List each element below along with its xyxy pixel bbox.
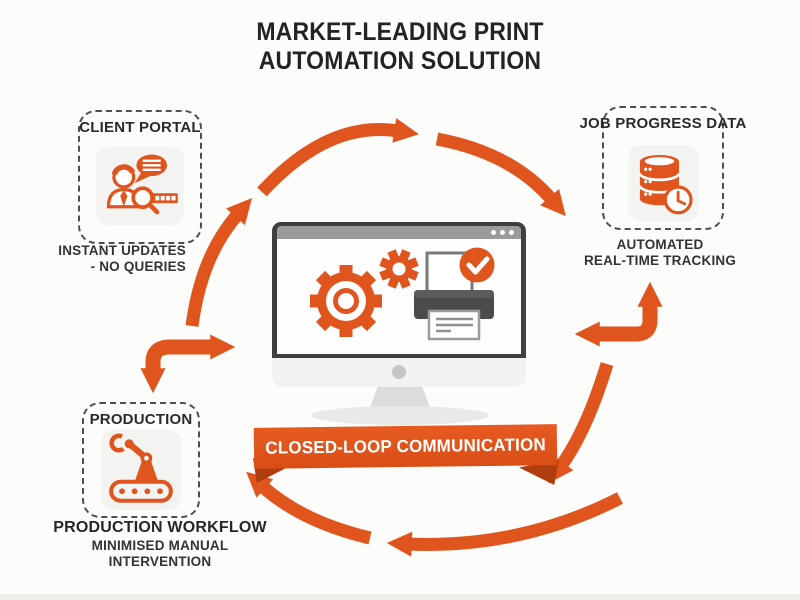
monitor-base	[311, 406, 489, 425]
monitor-frame	[272, 222, 526, 358]
monitor-button-icon	[392, 365, 406, 379]
arrow-top-left	[257, 118, 419, 197]
node-job-progress-data: JOB PROGRESS DATA	[579, 106, 746, 230]
arrow-bottom-right	[386, 492, 623, 557]
production-caption: PRODUCTION WORKFLOW MINIMISED MANUAL INT…	[48, 518, 272, 570]
production-caption-line-3: INTERVENTION	[108, 553, 212, 569]
page-title: MARKET-LEADING PRINT AUTOMATION SOLUTION	[32, 18, 768, 75]
node-client-portal: CLIENT PORTAL	[78, 110, 202, 244]
browser-bar	[277, 226, 521, 239]
title-line-2: AUTOMATION SOLUTION	[258, 46, 542, 75]
banner-label: CLOSED-LOOP COMMUNICATION	[265, 434, 546, 458]
window-dot-icon	[491, 230, 496, 235]
production-icon-card	[101, 430, 181, 510]
node-production: PRODUCTION	[82, 402, 200, 518]
job-caption-line-1: AUTOMATED	[616, 237, 704, 252]
monitor-gears-printer-icon	[310, 247, 495, 341]
job-progress-caption: AUTOMATED REAL-TIME TRACKING	[580, 237, 740, 270]
client-portal-icon-card	[96, 147, 184, 225]
central-monitor	[272, 222, 526, 425]
small-gear-icon	[379, 249, 419, 289]
arrow-top-right	[435, 132, 566, 217]
job-progress-label: JOB PROGRESS DATA	[579, 115, 747, 132]
job-caption-line-2: REAL-TIME TRACKING	[583, 253, 737, 269]
window-dot-icon	[509, 230, 514, 235]
job-progress-icon-card	[628, 145, 698, 221]
robot-arm-conveyor-icon	[109, 433, 173, 503]
production-caption-line-1: PRODUCTION WORKFLOW	[53, 519, 267, 536]
production-caption-line-2: MINIMISED MANUAL	[91, 537, 229, 553]
monitor-screen	[277, 239, 521, 354]
check-badge-icon	[459, 247, 495, 283]
floor-shadow	[0, 594, 800, 600]
user-chat-search-icon	[106, 154, 178, 215]
client-caption-line-1: INSTANT UPDATES	[58, 243, 186, 258]
arrow-elbow-right	[574, 281, 663, 347]
client-caption-line-2: - NO QUERIES	[90, 259, 186, 275]
title-line-1: MARKET-LEADING PRINT	[256, 18, 544, 46]
database-clock-icon	[638, 155, 693, 215]
client-portal-caption: INSTANT UPDATES - NO QUERIES	[38, 243, 186, 276]
arrow-elbow-left	[140, 334, 236, 394]
monitor-stand	[369, 387, 431, 410]
client-portal-label: CLIENT PORTAL	[79, 119, 201, 136]
window-dot-icon	[500, 230, 505, 235]
production-label: PRODUCTION	[89, 411, 193, 428]
closed-loop-banner: CLOSED-LOOP COMMUNICATION	[238, 418, 572, 502]
ribbon-band: CLOSED-LOOP COMMUNICATION	[253, 424, 558, 469]
large-gear-icon	[310, 265, 382, 337]
